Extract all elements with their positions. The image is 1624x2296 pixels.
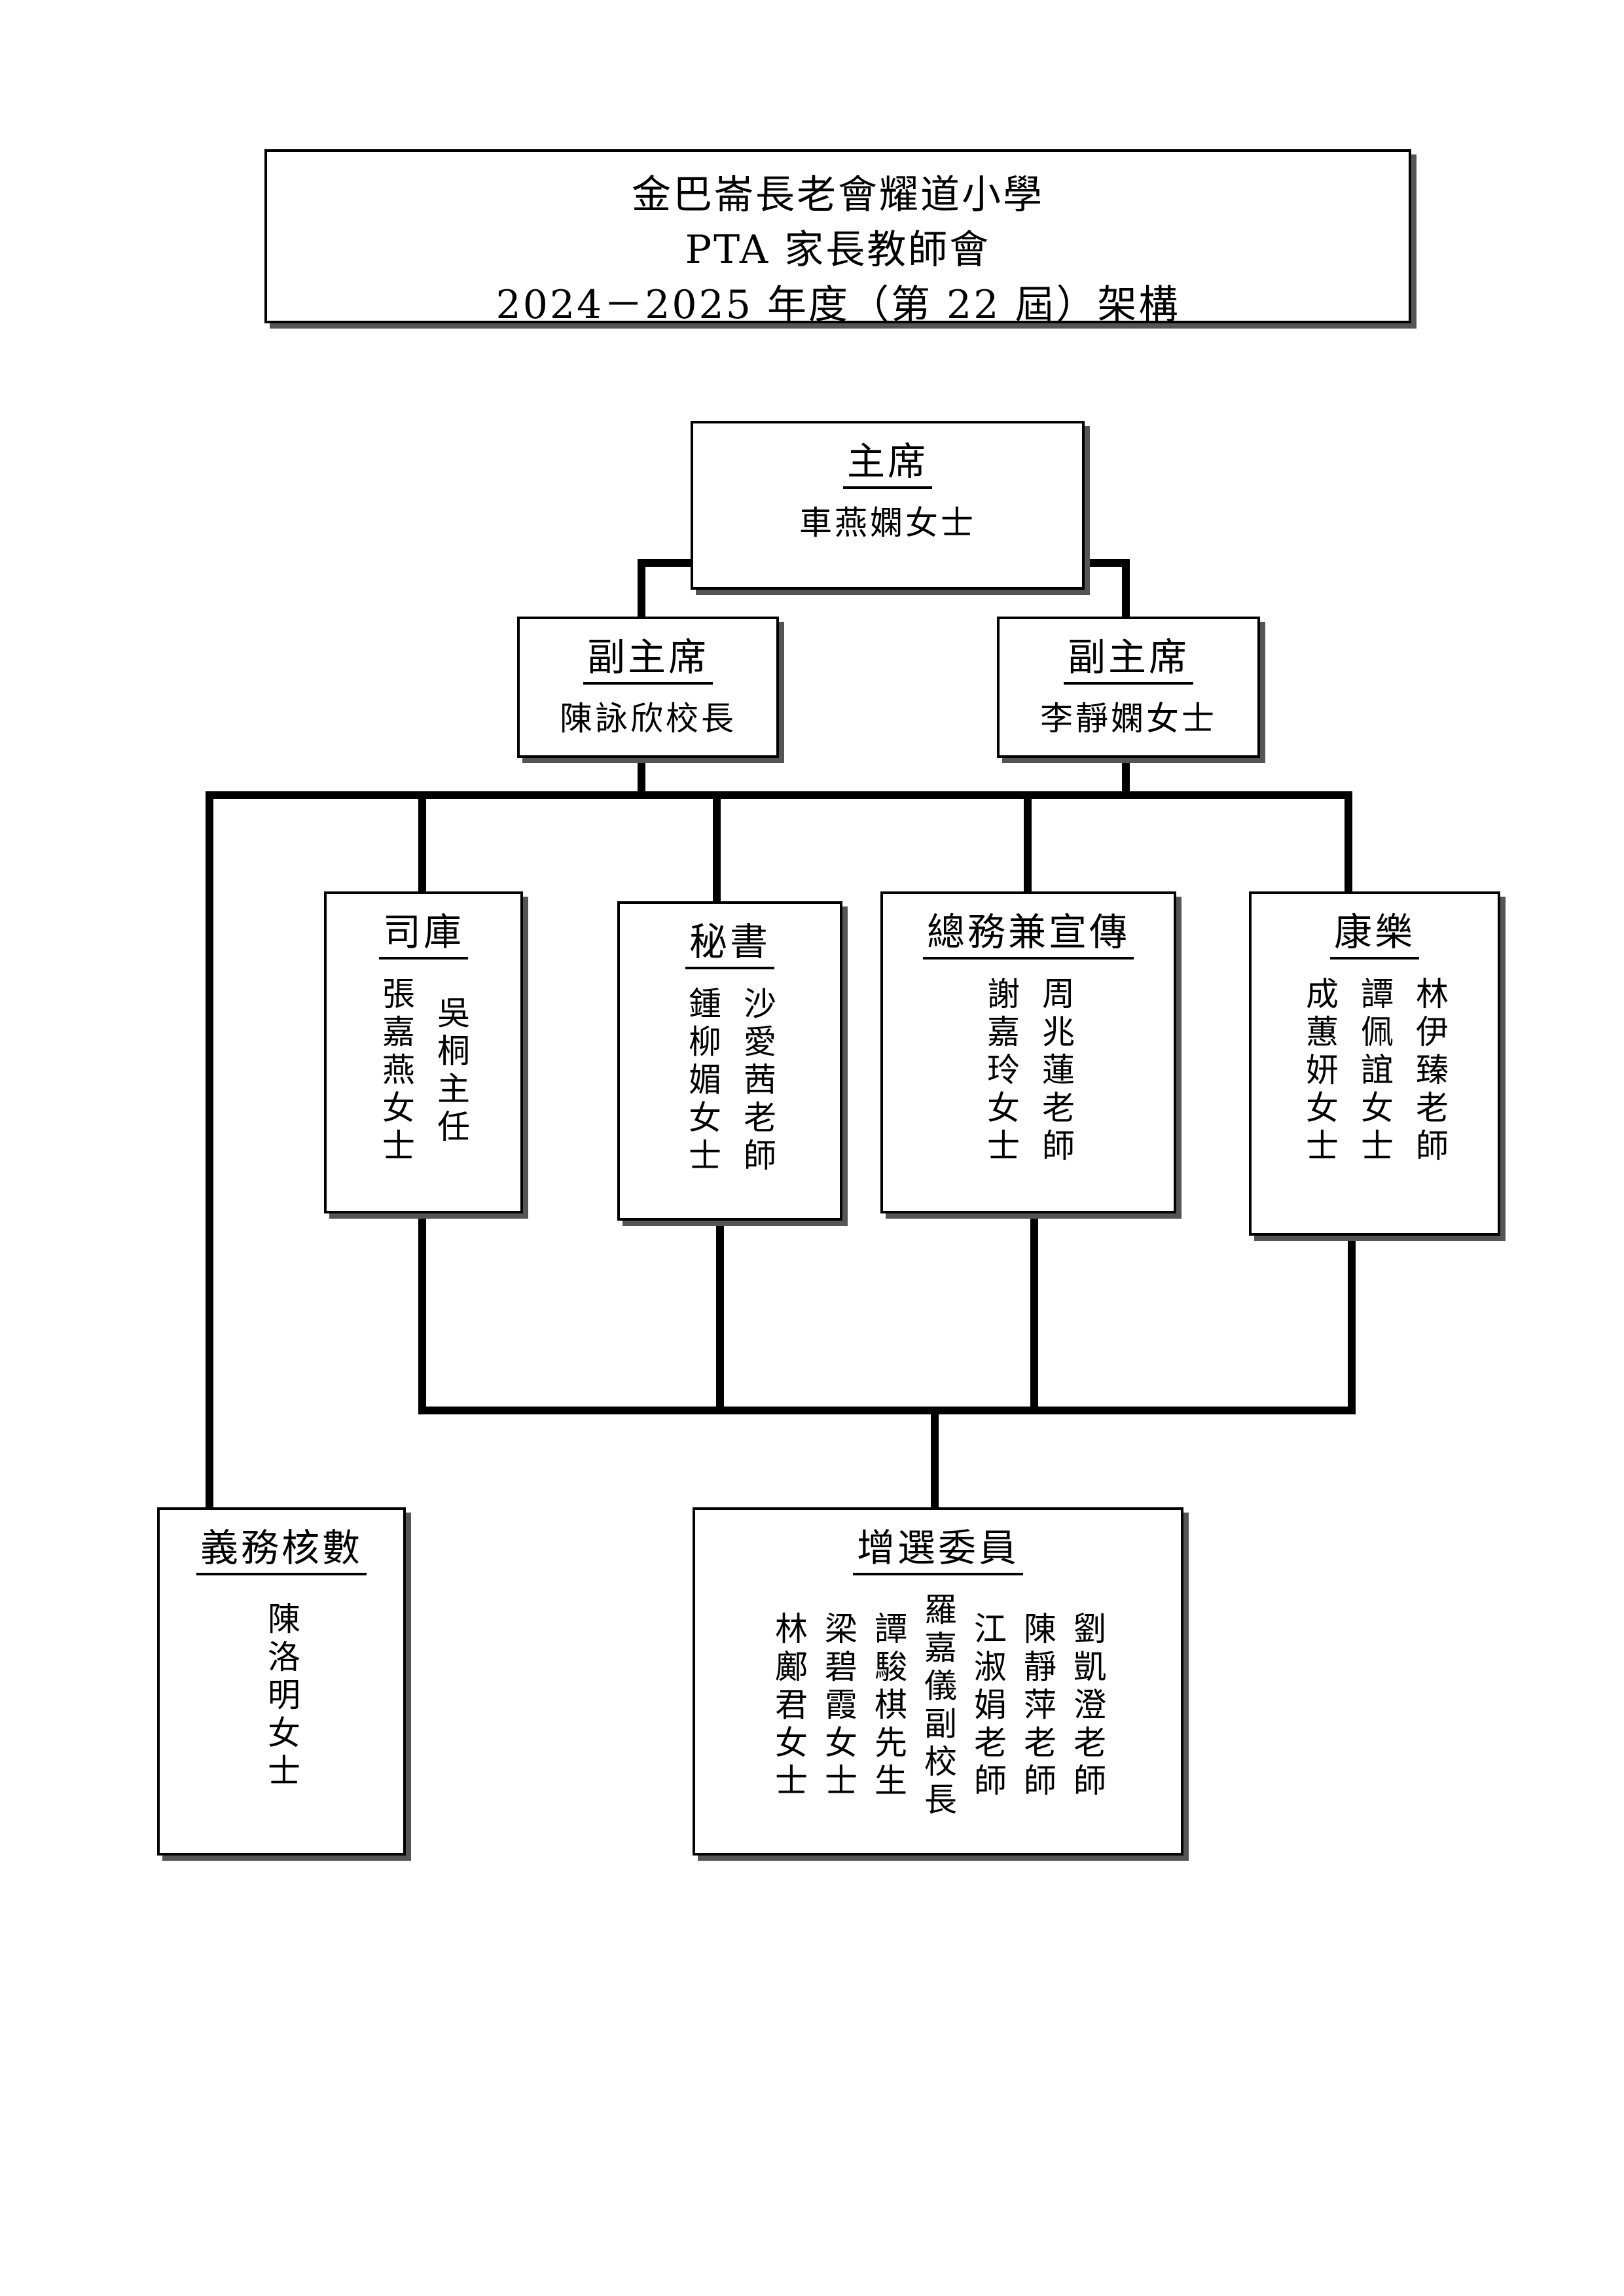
connector-chair-vice1 xyxy=(638,559,698,619)
secretary-box: 秘書 沙愛茜老師 鍾柳媚女士 xyxy=(617,901,842,1221)
co-opted-box: 增選委員 劉凱澄老師 陳靜萍老師 江淑娟老師 羅嘉儀副校長 譚駿棋先生 梁碧霞女… xyxy=(693,1507,1183,1856)
co-opted-member: 林鄺君女士 xyxy=(770,1611,808,1801)
co-opted-member: 羅嘉儀副校長 xyxy=(919,1592,957,1820)
vice-chair-1-name: 陳詠欣校長 xyxy=(560,700,736,738)
treasurer-member: 吳桐主任 xyxy=(432,996,470,1147)
chairman-name: 車燕嫻女士 xyxy=(799,504,976,542)
chart-title-box: 金巴崙長老會耀道小學 PTA 家長教師會 2024－2025 年度（第 22 屆… xyxy=(264,149,1411,328)
co-opted-member: 陳靜萍老師 xyxy=(1019,1611,1056,1801)
vice-chair-2-name: 李靜嫻女士 xyxy=(1040,700,1217,738)
recreation-member: 林伊臻老師 xyxy=(1411,977,1449,1166)
vice-chair-2-role-label: 副主席 xyxy=(1063,634,1193,685)
auditor-role-label: 義務核數 xyxy=(196,1524,367,1575)
recreation-box: 康樂 林伊臻老師 譚佩誼女士 成蕙妍女士 xyxy=(1249,891,1500,1236)
treasurer-box: 司庫 吳桐主任 張嘉燕女士 xyxy=(324,891,523,1213)
term-title: 2024－2025 年度（第 22 屆）架構 xyxy=(496,282,1180,328)
general-affairs-member: 周兆蓮老師 xyxy=(1037,977,1075,1166)
chairman-box: 主席 車燕嫻女士 xyxy=(691,421,1085,590)
co-opted-role-label: 增選委員 xyxy=(852,1524,1023,1575)
general-affairs-role-label: 總務兼宣傳 xyxy=(922,908,1134,960)
vice-chair-1-role-label: 副主席 xyxy=(583,634,713,685)
connector-chair-vice2 xyxy=(1083,559,1130,619)
auditor-member: 陳洛明女士 xyxy=(262,1602,300,1791)
recreation-role-label: 康樂 xyxy=(1329,908,1419,960)
school-name: 金巴崙長老會耀道小學 xyxy=(632,172,1044,218)
co-opted-member: 江淑娟老師 xyxy=(969,1611,1007,1801)
auditor-box: 義務核數 陳洛明女士 xyxy=(157,1507,406,1856)
general-affairs-member: 謝嘉玲女士 xyxy=(982,977,1020,1166)
vice-chair-1-box: 副主席 陳詠欣校長 xyxy=(517,617,779,758)
chairman-role-label: 主席 xyxy=(842,438,932,489)
recreation-member: 成蕙妍女士 xyxy=(1301,977,1339,1166)
co-opted-member: 劉凱澄老師 xyxy=(1068,1611,1106,1801)
vice-chair-2-box: 副主席 李靜嫻女士 xyxy=(997,617,1260,758)
co-opted-member: 梁碧霞女士 xyxy=(820,1611,857,1801)
general-affairs-box: 總務兼宣傳 周兆蓮老師 謝嘉玲女士 xyxy=(880,891,1176,1213)
association-name: PTA 家長教師會 xyxy=(685,227,991,273)
recreation-member: 譚佩誼女士 xyxy=(1356,977,1394,1166)
treasurer-role-label: 司庫 xyxy=(378,908,468,960)
secretary-member: 鍾柳媚女士 xyxy=(683,986,721,1176)
treasurer-member: 張嘉燕女士 xyxy=(377,977,415,1166)
secretary-role-label: 秘書 xyxy=(685,918,774,969)
co-opted-member: 譚駿棋先生 xyxy=(869,1611,907,1801)
secretary-member: 沙愛茜老師 xyxy=(738,986,776,1176)
